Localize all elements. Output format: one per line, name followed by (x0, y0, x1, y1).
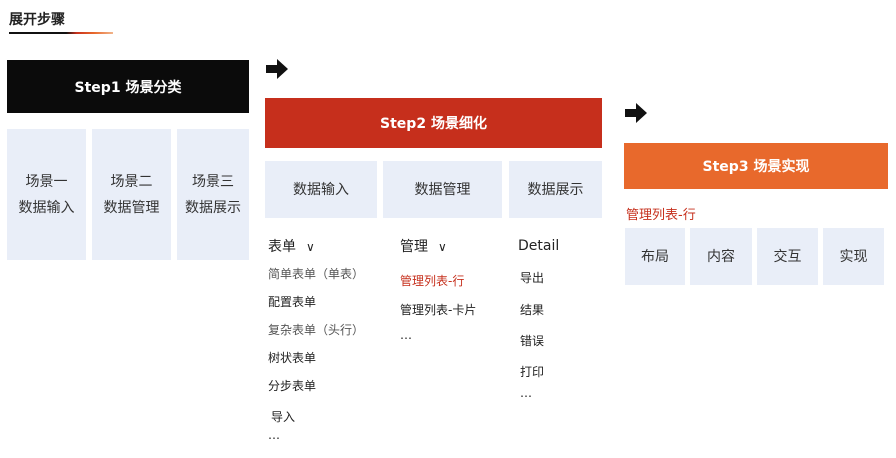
step2-tab-data-input: 数据输入 (265, 161, 377, 218)
step3-header: Step3 场景实现 (624, 143, 888, 189)
step2-tab-data-display: 数据展示 (509, 161, 602, 218)
list-item-ellipsis: … (268, 428, 280, 442)
title-underline (9, 32, 113, 34)
list-item: 结果 (520, 303, 545, 317)
step1-card-scene1: 场景一数据输入 (7, 129, 86, 260)
step1-header: Step1 场景分类 (7, 60, 249, 113)
step1-card-scene3: 场景三数据展示 (177, 129, 249, 260)
list-item: 简单表单（单表） (268, 267, 365, 281)
list-item: 管理列表-卡片 (400, 303, 477, 317)
card-line2: 数据输入 (18, 199, 75, 216)
column-header-manage: 管理 ∨ (400, 236, 447, 256)
card-line1: 场景一 (25, 173, 68, 190)
list-item: 分步表单 (268, 379, 317, 393)
list-item: 树状表单 (268, 351, 317, 365)
list-item-ellipsis: … (400, 328, 412, 342)
step3-sublabel: 管理列表-行 (626, 208, 696, 223)
column-header-form: 表单 ∨ (268, 236, 315, 256)
list-item-active: 管理列表-行 (400, 274, 465, 288)
step3-card-interaction: 交互 (757, 228, 818, 285)
card-line1: 场景二 (110, 173, 153, 190)
page-title: 展开步骤 (9, 12, 65, 28)
column-header-label: 表单 (268, 239, 296, 255)
column-header-label: 管理 (400, 239, 428, 255)
column-header-label: Detail (518, 238, 560, 254)
step3-card-implementation: 实现 (823, 228, 884, 285)
list-item: 配置表单 (268, 295, 317, 309)
card-line1: 场景三 (192, 173, 234, 190)
list-item-ellipsis: … (520, 386, 532, 400)
list-item: 错误 (520, 334, 545, 348)
column-header-detail: Detail (518, 238, 559, 254)
step3-card-layout: 布局 (625, 228, 685, 285)
chevron-down-icon: ∨ (438, 240, 447, 254)
card-line2: 数据展示 (185, 199, 241, 216)
card-line2: 数据管理 (103, 199, 160, 216)
step2-header: Step2 场景细化 (265, 98, 602, 148)
list-item: 复杂表单（头行） (268, 323, 365, 337)
list-item: 导出 (520, 271, 545, 285)
list-item: 导入 (271, 410, 296, 424)
chevron-down-icon: ∨ (306, 240, 315, 254)
step1-card-scene2: 场景二数据管理 (92, 129, 171, 260)
step2-tab-data-manage: 数据管理 (383, 161, 502, 218)
right-arrow-icon (266, 59, 288, 79)
right-arrow-icon (625, 103, 647, 123)
step3-card-content: 内容 (690, 228, 752, 285)
list-item: 打印 (520, 365, 545, 379)
